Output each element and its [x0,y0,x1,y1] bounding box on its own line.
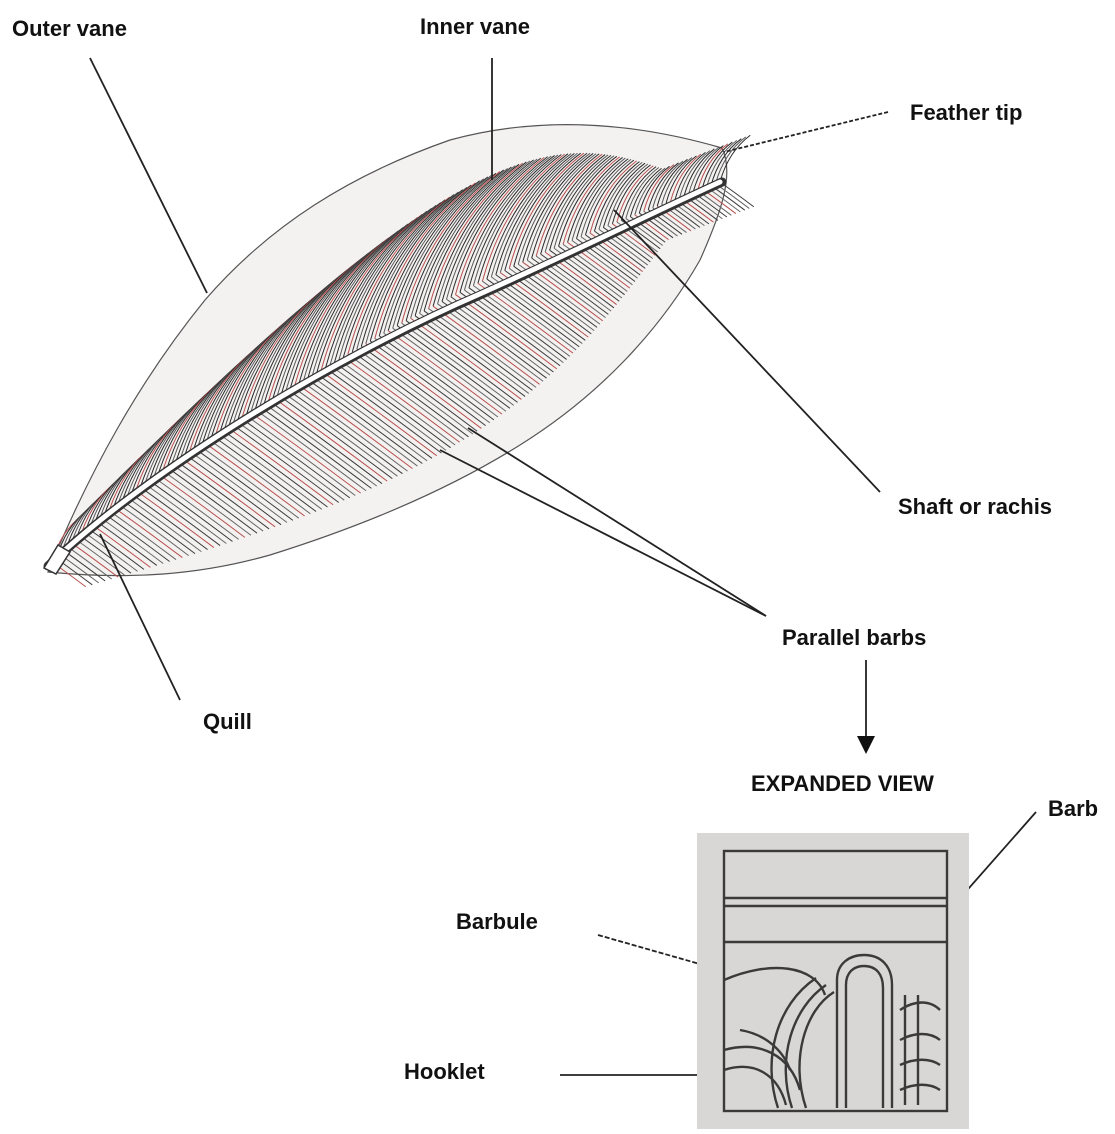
leader-feather-tip [724,112,888,152]
feather-vane [48,125,727,576]
barb-stroke [720,182,754,207]
expanded-view-title: EXPANDED VIEW [751,773,934,795]
barb-label: Barb [1048,798,1098,820]
leader-outer-vane [90,58,207,293]
outer-vane-label: Outer vane [12,18,127,40]
quill-label: Quill [203,711,252,733]
leader-barbs-2 [440,450,766,616]
shaft-label: Shaft or rachis [898,496,1052,518]
parallel-barbs-label: Parallel barbs [782,627,926,649]
leader-barbs-1 [468,428,766,616]
feather-tip-label: Feather tip [910,102,1022,124]
expanded-view-inset [697,833,969,1129]
barbule-label: Barbule [456,911,538,933]
inner-vane-label: Inner vane [420,16,530,38]
leader-shaft [614,210,880,492]
hooklet-label: Hooklet [404,1061,485,1083]
